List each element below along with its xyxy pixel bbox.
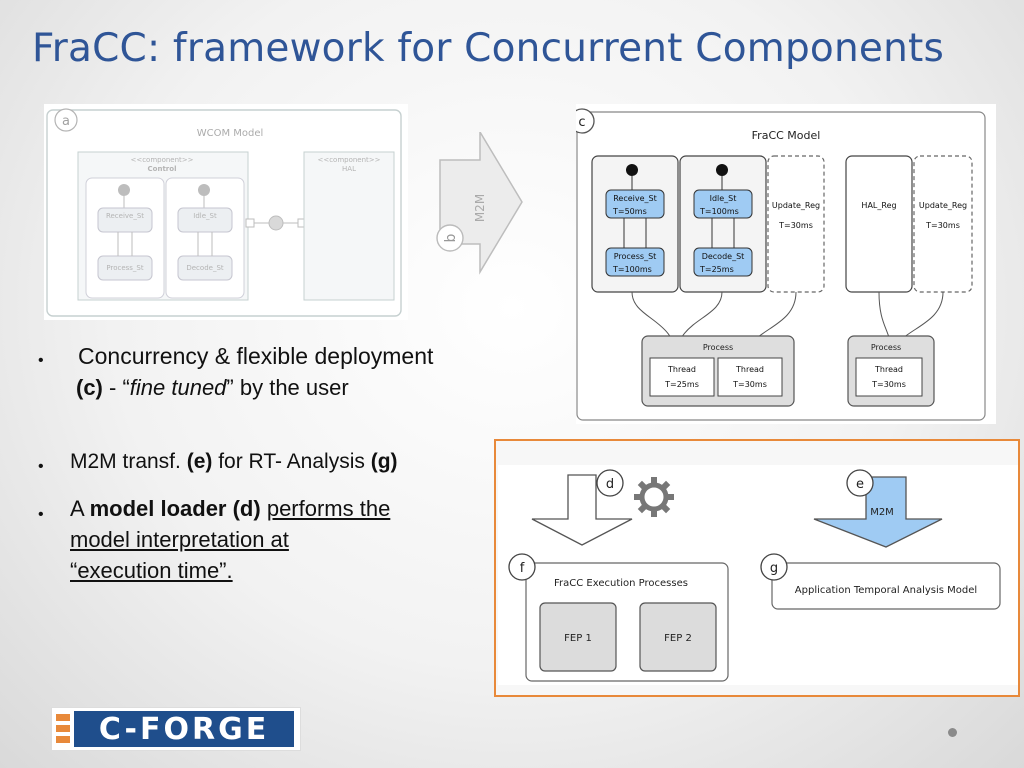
wcom-model-title: WCOM Model (197, 128, 264, 139)
region-1-state-top: Receive_St (613, 194, 657, 203)
wcom-state-idle: Idle_St (193, 212, 217, 220)
slide-title: FraCC: framework for Concurrent Componen… (32, 26, 945, 71)
tag-c: c (578, 115, 585, 130)
fep-2-label: FEP 2 (664, 633, 692, 644)
bullet-3-line-1: A model loader (d) performs the (70, 496, 391, 521)
thread-2-period: T=30ms (732, 380, 767, 389)
fracc-model-title: FraCC Model (752, 129, 821, 142)
cforge-logo-graphic: C-FORGE (56, 711, 294, 747)
slide-indicator-dot[interactable] (948, 728, 957, 737)
fep-1-label: FEP 1 (564, 633, 592, 644)
bullet-1-line-2: (c) - “fine tuned” by the user (76, 375, 349, 400)
tag-e: e (856, 477, 864, 492)
bullet-2-line: M2M transf. (e) for RT- Analysis (g) (70, 450, 398, 473)
region-2-state-top: Idle_St (710, 194, 737, 203)
region-2-state-bottom: Decode_St (702, 252, 745, 261)
bullet-1-line-1: Concurrency & flexible deployment (78, 343, 434, 369)
m2m-b-label: M2M (473, 194, 487, 222)
cforge-logo-text: C-FORGE (99, 712, 269, 747)
wcom-state-process: Process_St (106, 264, 143, 272)
cforge-logo: C-FORGE (52, 708, 300, 750)
temporal-analysis-title: Application Temporal Analysis Model (795, 585, 977, 596)
hal-name: HAL (342, 165, 356, 173)
tag-b: b (443, 233, 459, 242)
region-1-state-bottom: Process_St (614, 252, 657, 261)
wcom-model-panel: a WCOM Model <<component>> Control Recei… (44, 104, 408, 320)
thread-3-name: Thread (874, 365, 903, 374)
m2m-arrow-e (813, 476, 943, 548)
region-1-period-bottom: T=100ms (612, 265, 652, 274)
bullet-3-dot: • (38, 506, 44, 523)
fracc-model-diagram: c FraCC Model Receive_St T=50ms Process_… (569, 108, 986, 421)
bullet-3-line-3: “execution time”. (70, 558, 233, 583)
region-1-period-top: T=50ms (612, 207, 647, 216)
update-reg-1-period: T=30ms (778, 221, 813, 230)
temporal-analysis-box (771, 562, 1001, 610)
loader-arrow-d (531, 474, 633, 546)
control-stereotype: <<component>> (130, 156, 193, 164)
tag-d: d (606, 477, 614, 492)
fracc-model-panel: c FraCC Model Receive_St T=50ms Process_… (569, 104, 996, 424)
hal-reg (845, 155, 913, 293)
process-1-label: Process (703, 343, 733, 352)
control-name: Control (148, 165, 177, 173)
hal-reg-name: HAL_Reg (861, 201, 896, 210)
gear-icon (634, 477, 674, 517)
update-reg-1-name: Update_Reg (772, 201, 820, 210)
execution-processes-title: FraCC Execution Processes (554, 578, 688, 589)
tag-g: g (770, 561, 778, 576)
thread-1-name: Thread (667, 365, 696, 374)
tag-f: f (520, 561, 525, 576)
bullet-2-dot: • (38, 458, 44, 475)
region-2-period-bottom: T=25ms (699, 265, 734, 274)
hal-stereotype: <<component>> (317, 156, 380, 164)
update-reg-2-name: Update_Reg (919, 201, 967, 210)
bullet-3-line-2: model interpretation at (70, 527, 289, 552)
fep-1-box (539, 602, 617, 672)
m2m-arrow-b: M2M b (436, 132, 523, 275)
update-reg-2-period: T=30ms (925, 221, 960, 230)
thread-2-name: Thread (735, 365, 764, 374)
wcom-model-diagram: a WCOM Model <<component>> Control Recei… (46, 108, 402, 317)
update-reg-1 (767, 155, 825, 293)
bullet-1-dot: • (38, 352, 44, 369)
fep-2-box (639, 602, 717, 672)
process-2-label: Process (871, 343, 901, 352)
thread-3-period: T=30ms (871, 380, 906, 389)
m2m-e-label: M2M (870, 507, 894, 518)
execution-panel-frame: d M2M e f FraCC Execution Processes FEP … (494, 439, 1020, 697)
wcom-state-receive: Receive_St (106, 212, 144, 220)
region-2-period-top: T=100ms (699, 207, 739, 216)
thread-1-period: T=25ms (664, 380, 699, 389)
wcom-state-decode: Decode_St (186, 264, 224, 272)
execution-diagram: d M2M e f FraCC Execution Processes FEP … (498, 465, 1018, 685)
tag-a: a (62, 114, 70, 129)
